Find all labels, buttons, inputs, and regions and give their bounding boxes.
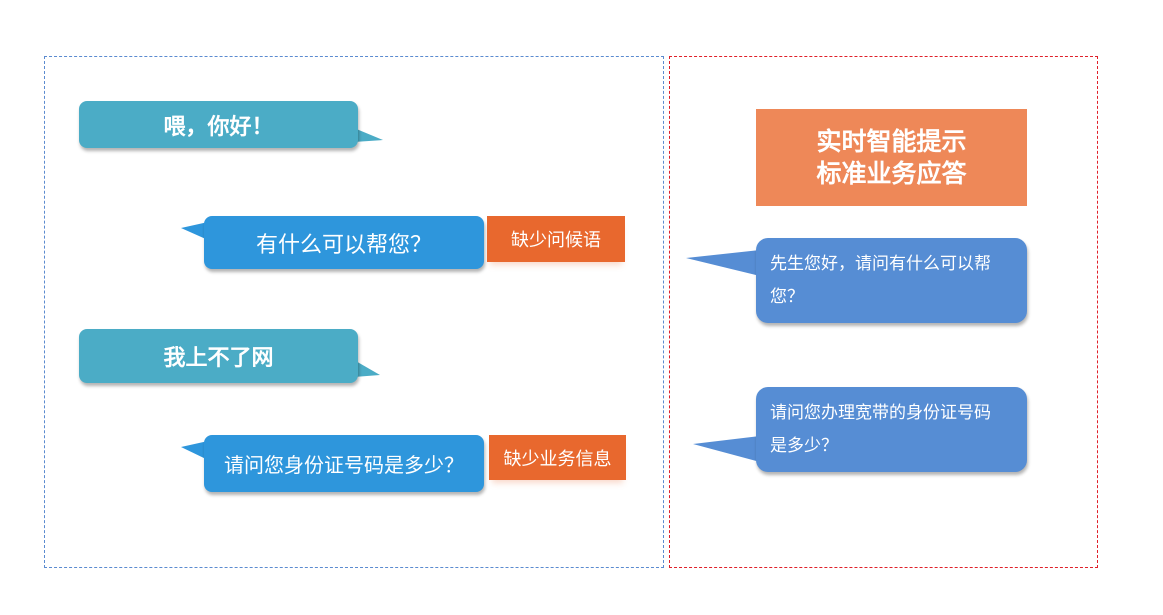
left-panel: [44, 56, 664, 568]
tail-customer-2: [354, 360, 380, 377]
message-text: 有什么可以帮您？: [255, 232, 432, 258]
agent-message: 请问您身份证号码是多少？: [204, 435, 484, 492]
message-text: 我上不了网: [163, 346, 274, 371]
tail-suggestion-2: [693, 436, 760, 462]
suggestion-text: 先生您好，请问有什么可以帮您？: [770, 254, 991, 307]
missing-greeting-tag: 缺少问候语: [487, 216, 625, 262]
suggestion-bubble[interactable]: 请问您办理宽带的身份证号码是多少？: [756, 387, 1027, 472]
tail-suggestion-1: [686, 250, 760, 276]
title-line-2: 标准业务应答: [816, 158, 967, 188]
customer-message: 喂，你好！: [79, 101, 358, 148]
suggestion-bubble[interactable]: 先生您好，请问有什么可以帮您？: [756, 238, 1027, 323]
right-panel: [669, 56, 1098, 568]
tail-customer-1: [354, 128, 383, 142]
tail-agent-2: [181, 441, 208, 460]
missing-business-info-tag: 缺少业务信息: [489, 435, 626, 480]
message-text: 喂，你好！: [163, 114, 274, 140]
customer-message: 我上不了网: [79, 329, 358, 383]
suggestion-title: 实时智能提示 标准业务应答: [756, 109, 1027, 206]
suggestion-text: 请问您办理宽带的身份证号码是多少？: [770, 403, 991, 456]
title-line-1: 实时智能提示: [816, 126, 967, 156]
message-text: 请问您身份证号码是多少？: [224, 453, 464, 477]
tail-agent-1: [181, 222, 208, 240]
agent-message: 有什么可以帮您？: [204, 216, 484, 269]
